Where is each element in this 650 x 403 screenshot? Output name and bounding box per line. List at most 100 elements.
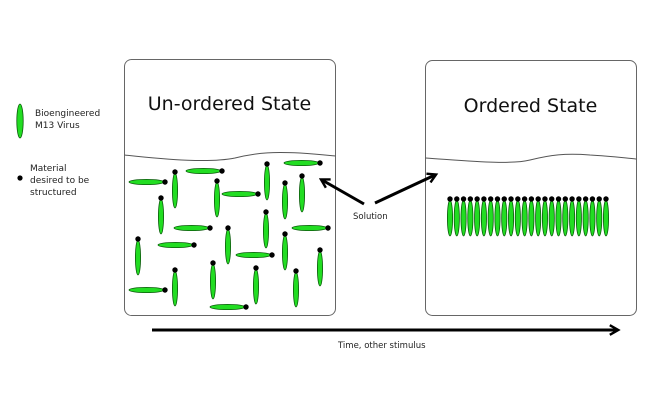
legend-material-label-line2: desired to be (30, 176, 90, 186)
material-dot (172, 267, 178, 273)
material-dot (282, 231, 288, 237)
ordered-viruses (446, 196, 610, 237)
unordered-title: Un-ordered State (147, 93, 312, 115)
virus-body (171, 270, 178, 307)
virus (453, 196, 460, 237)
material-dot (562, 196, 569, 202)
material-dot (582, 196, 589, 202)
material-dot (282, 180, 288, 186)
virus (460, 196, 467, 237)
legend-material-label: Material desired to be structured (30, 163, 89, 199)
unordered-panel (124, 59, 336, 316)
solution-arrow-left (318, 178, 365, 206)
virus-body (446, 199, 453, 237)
legend-virus-label-line1: Bioengineered (35, 109, 101, 119)
material-dot (317, 247, 323, 253)
virus-body (224, 228, 231, 265)
virus (467, 196, 474, 237)
material-dot (325, 225, 331, 231)
virus (235, 251, 275, 258)
virus-body (514, 199, 521, 237)
material-dot (243, 304, 249, 310)
virus-body (173, 224, 210, 231)
virus (173, 224, 213, 231)
virus-body (171, 172, 178, 209)
unordered-solution-surface (124, 152, 336, 162)
virus-body (535, 199, 542, 237)
legend-material-icon (17, 175, 23, 181)
virus-body (521, 199, 528, 237)
virus (262, 209, 269, 249)
virus (528, 196, 535, 237)
virus (283, 159, 323, 166)
material-dot (269, 252, 275, 258)
material-dot (299, 173, 305, 179)
material-dot (555, 196, 562, 202)
virus (514, 196, 521, 237)
virus (535, 196, 542, 237)
material-dot (162, 179, 168, 185)
material-dot (219, 168, 225, 174)
time-axis-label: Time, other stimulus (338, 341, 426, 351)
virus (508, 196, 515, 237)
virus-body (541, 199, 548, 237)
ordered-box (425, 60, 637, 316)
solution-label: Solution (353, 212, 388, 222)
material-dot (481, 196, 487, 202)
virus (480, 196, 487, 237)
virus-body (467, 199, 474, 237)
legend-virus-icon (16, 103, 24, 139)
virus (224, 225, 231, 265)
virus (292, 268, 299, 308)
virus-body (453, 199, 460, 237)
virus-body (262, 212, 269, 249)
virus-body (298, 176, 305, 213)
virus-body (582, 199, 589, 237)
virus-body (281, 234, 288, 271)
ordered-panel (425, 60, 637, 316)
virus (487, 196, 494, 237)
material-dot (191, 242, 197, 248)
material-dot (501, 196, 507, 202)
virus (213, 178, 220, 218)
solution-arrow-right (374, 172, 439, 205)
virus (171, 267, 178, 307)
material-dot (535, 196, 541, 202)
material-dot (263, 209, 269, 215)
virus-body (501, 199, 508, 237)
material-dot (603, 196, 609, 202)
virus-body (316, 250, 323, 287)
virus (541, 196, 548, 237)
virus (582, 196, 589, 237)
virus (263, 161, 270, 201)
material-dot (214, 178, 220, 184)
virus (474, 196, 481, 237)
virus-body (283, 159, 320, 166)
virus (209, 260, 216, 300)
virus (291, 224, 331, 231)
material-dot (255, 191, 261, 197)
virus-body (555, 199, 562, 237)
virus (603, 196, 610, 237)
virus (494, 196, 501, 237)
material-dot (515, 196, 521, 202)
virus-body (185, 167, 222, 174)
virus-body (128, 178, 165, 185)
virus-body (548, 199, 555, 237)
virus (316, 247, 323, 287)
virus-body (528, 199, 535, 237)
material-dot (225, 225, 231, 231)
virus-body (494, 199, 501, 237)
virus-body (460, 199, 467, 237)
material-dot (521, 196, 528, 202)
legend-virus-label: Bioengineered M13 Virus (35, 108, 100, 132)
material-dot (158, 195, 164, 201)
virus-body (252, 268, 259, 305)
legend-virus-label-line2: M13 Virus (35, 121, 80, 131)
material-dot (508, 196, 514, 202)
material-dot (172, 169, 178, 175)
material-dot (589, 196, 596, 202)
virus-body (291, 224, 328, 231)
material-dot (207, 225, 213, 231)
